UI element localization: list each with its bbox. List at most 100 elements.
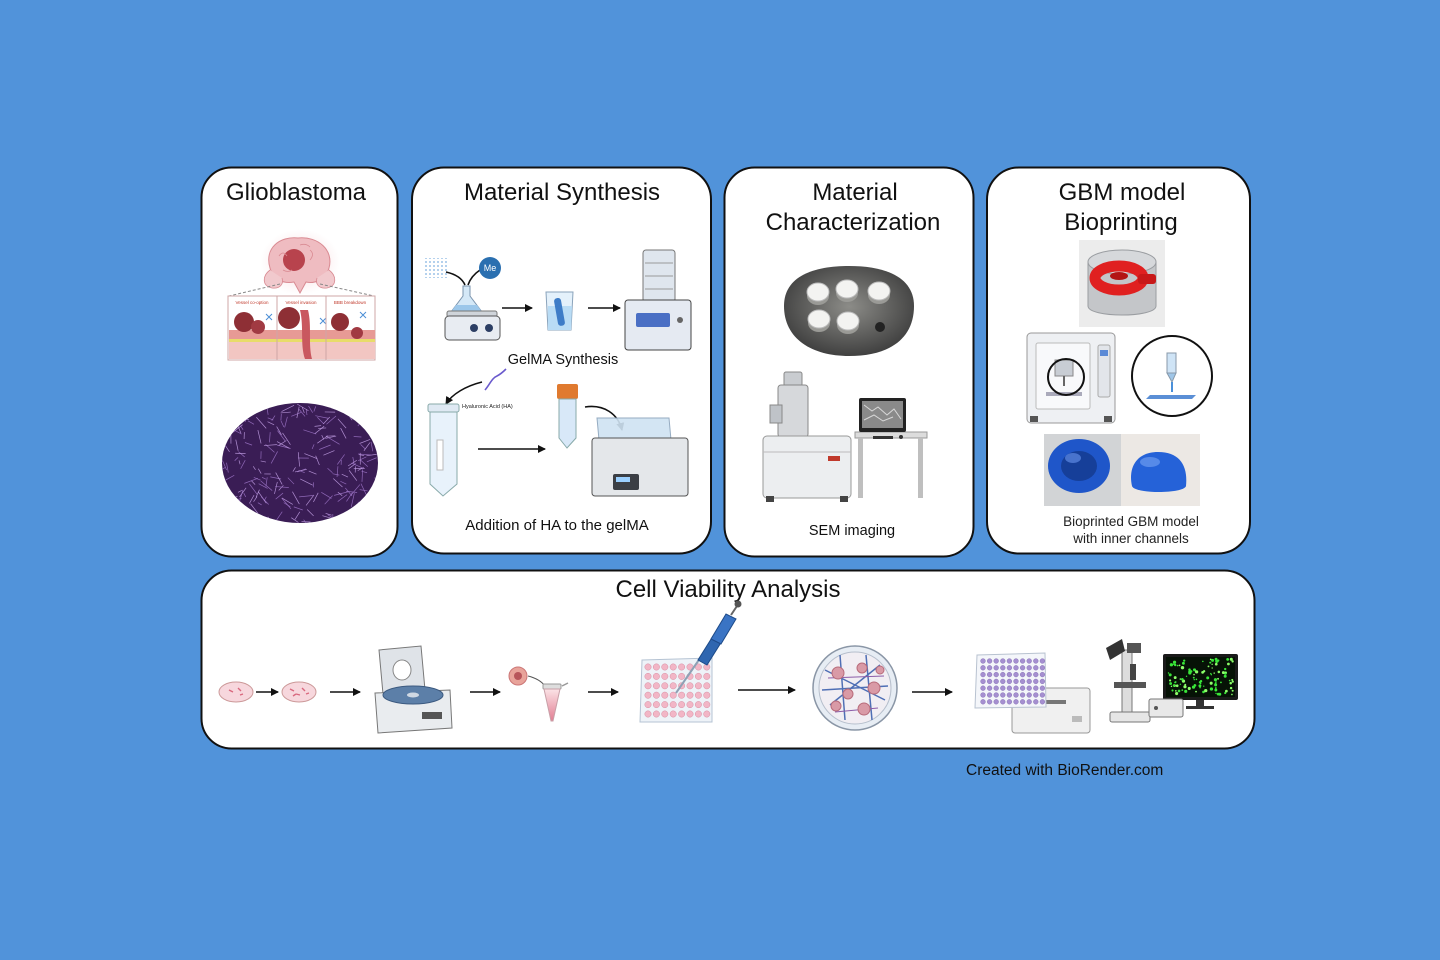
cell-fiber bbox=[323, 416, 330, 425]
fluorescent-cell bbox=[1224, 667, 1227, 671]
cell-fiber bbox=[278, 440, 287, 446]
well bbox=[686, 691, 694, 699]
well bbox=[993, 699, 999, 705]
cell-fiber bbox=[253, 496, 258, 502]
fluorescent-cell bbox=[1229, 657, 1233, 661]
ha-polymer-icon bbox=[484, 368, 507, 391]
cells-in-hydrogel-dish bbox=[812, 645, 898, 731]
3d-bioprinter bbox=[1026, 332, 1116, 424]
fluorescent-cell bbox=[1183, 685, 1187, 689]
fluorescent-cell bbox=[1211, 667, 1213, 669]
well bbox=[980, 678, 986, 685]
well bbox=[1019, 671, 1026, 678]
cell-fiber bbox=[318, 427, 327, 429]
fluorescent-cell bbox=[1202, 660, 1204, 663]
well bbox=[669, 672, 677, 680]
well bbox=[980, 658, 986, 664]
well bbox=[1039, 685, 1046, 691]
cell-fiber bbox=[280, 420, 285, 428]
cell-fiber bbox=[277, 430, 286, 442]
fluorescent-cell bbox=[1210, 674, 1213, 676]
fluorescent-cell bbox=[1185, 675, 1188, 677]
fluorescent-cell bbox=[1218, 692, 1222, 696]
well bbox=[652, 710, 660, 718]
cell-fiber bbox=[253, 477, 261, 481]
well bbox=[644, 682, 652, 690]
panel-title-line2: Bioprinting bbox=[1064, 209, 1177, 236]
cell-fiber bbox=[349, 416, 353, 421]
cell-fiber bbox=[275, 486, 289, 488]
cell-fiber bbox=[348, 470, 358, 481]
fluorescent-cell bbox=[1224, 689, 1228, 693]
ha-label: Hyaluronic Acid (HA) bbox=[462, 404, 513, 410]
cell-fiber bbox=[257, 468, 262, 474]
well bbox=[1033, 692, 1039, 698]
panel-title: Glioblastoma bbox=[226, 179, 367, 206]
panel-material-synthesis: Material Synthesis Me bbox=[411, 166, 712, 555]
fluorescent-cell bbox=[1167, 672, 1170, 674]
well bbox=[1033, 658, 1039, 664]
cell-fiber bbox=[287, 477, 295, 485]
well bbox=[1039, 665, 1046, 671]
fluorescent-cell bbox=[1193, 668, 1195, 671]
well bbox=[1026, 685, 1032, 691]
well bbox=[1039, 699, 1046, 705]
well bbox=[1006, 685, 1013, 691]
well bbox=[686, 710, 694, 718]
well bbox=[1000, 678, 1006, 685]
centrifuge bbox=[374, 645, 453, 734]
cell-fiber bbox=[314, 426, 325, 434]
petri-dish-culture bbox=[218, 681, 317, 703]
cell-fiber bbox=[297, 452, 300, 467]
fluorescent-cell bbox=[1214, 683, 1218, 687]
cell-fiber bbox=[346, 490, 358, 493]
cell-fiber bbox=[299, 495, 313, 498]
cell-fiber bbox=[334, 491, 349, 496]
cell-fiber bbox=[351, 462, 365, 470]
falcon-tube-right bbox=[557, 384, 578, 449]
cell-fiber bbox=[303, 519, 308, 523]
biorender-credit: Created with BioRender.com bbox=[966, 762, 1163, 779]
cell-fiber bbox=[314, 425, 322, 427]
fluorescent-cell bbox=[1211, 663, 1213, 665]
well bbox=[661, 691, 669, 699]
fluorescent-cell bbox=[1169, 682, 1173, 686]
brain-illustration bbox=[260, 229, 340, 295]
well bbox=[1013, 699, 1019, 705]
cell-fiber bbox=[237, 490, 243, 493]
gelatin-arrow bbox=[445, 271, 466, 286]
fluorescent-cell bbox=[1178, 664, 1181, 667]
panel-title-line1: Material bbox=[812, 179, 897, 206]
fluorescent-cell bbox=[1198, 684, 1202, 688]
well bbox=[1006, 658, 1013, 664]
cell-fiber bbox=[281, 405, 295, 412]
fluorescent-cell bbox=[1174, 681, 1176, 684]
fluorescent-cell bbox=[1192, 676, 1195, 679]
well bbox=[1013, 665, 1019, 671]
cell-fiber bbox=[340, 481, 347, 485]
fluorescent-cell bbox=[1231, 660, 1234, 663]
well bbox=[1019, 658, 1026, 664]
well bbox=[986, 671, 993, 678]
cell-fiber bbox=[249, 483, 258, 495]
cell-fiber bbox=[323, 450, 335, 456]
cell-fiber bbox=[282, 432, 291, 445]
cell-fiber bbox=[247, 420, 255, 425]
fluorescent-cell bbox=[1210, 672, 1212, 675]
cell-fiber bbox=[284, 416, 288, 428]
cell-fiber bbox=[226, 462, 229, 473]
fluorescent-cell bbox=[1175, 684, 1179, 688]
cell-fiber bbox=[256, 416, 267, 429]
fluorescent-cell bbox=[1209, 681, 1213, 685]
fluorescent-cell bbox=[1207, 665, 1210, 668]
cell-fiber bbox=[305, 409, 308, 416]
cell-fiber bbox=[281, 497, 293, 505]
cell-fiber bbox=[313, 492, 319, 503]
well bbox=[993, 678, 999, 685]
fluorescent-cell bbox=[1202, 670, 1206, 673]
fluorescent-cell bbox=[1187, 686, 1191, 691]
well bbox=[993, 685, 999, 691]
hydrogel-samples-photo bbox=[784, 266, 914, 356]
printhead-highlight bbox=[1047, 358, 1085, 396]
well bbox=[652, 682, 660, 690]
